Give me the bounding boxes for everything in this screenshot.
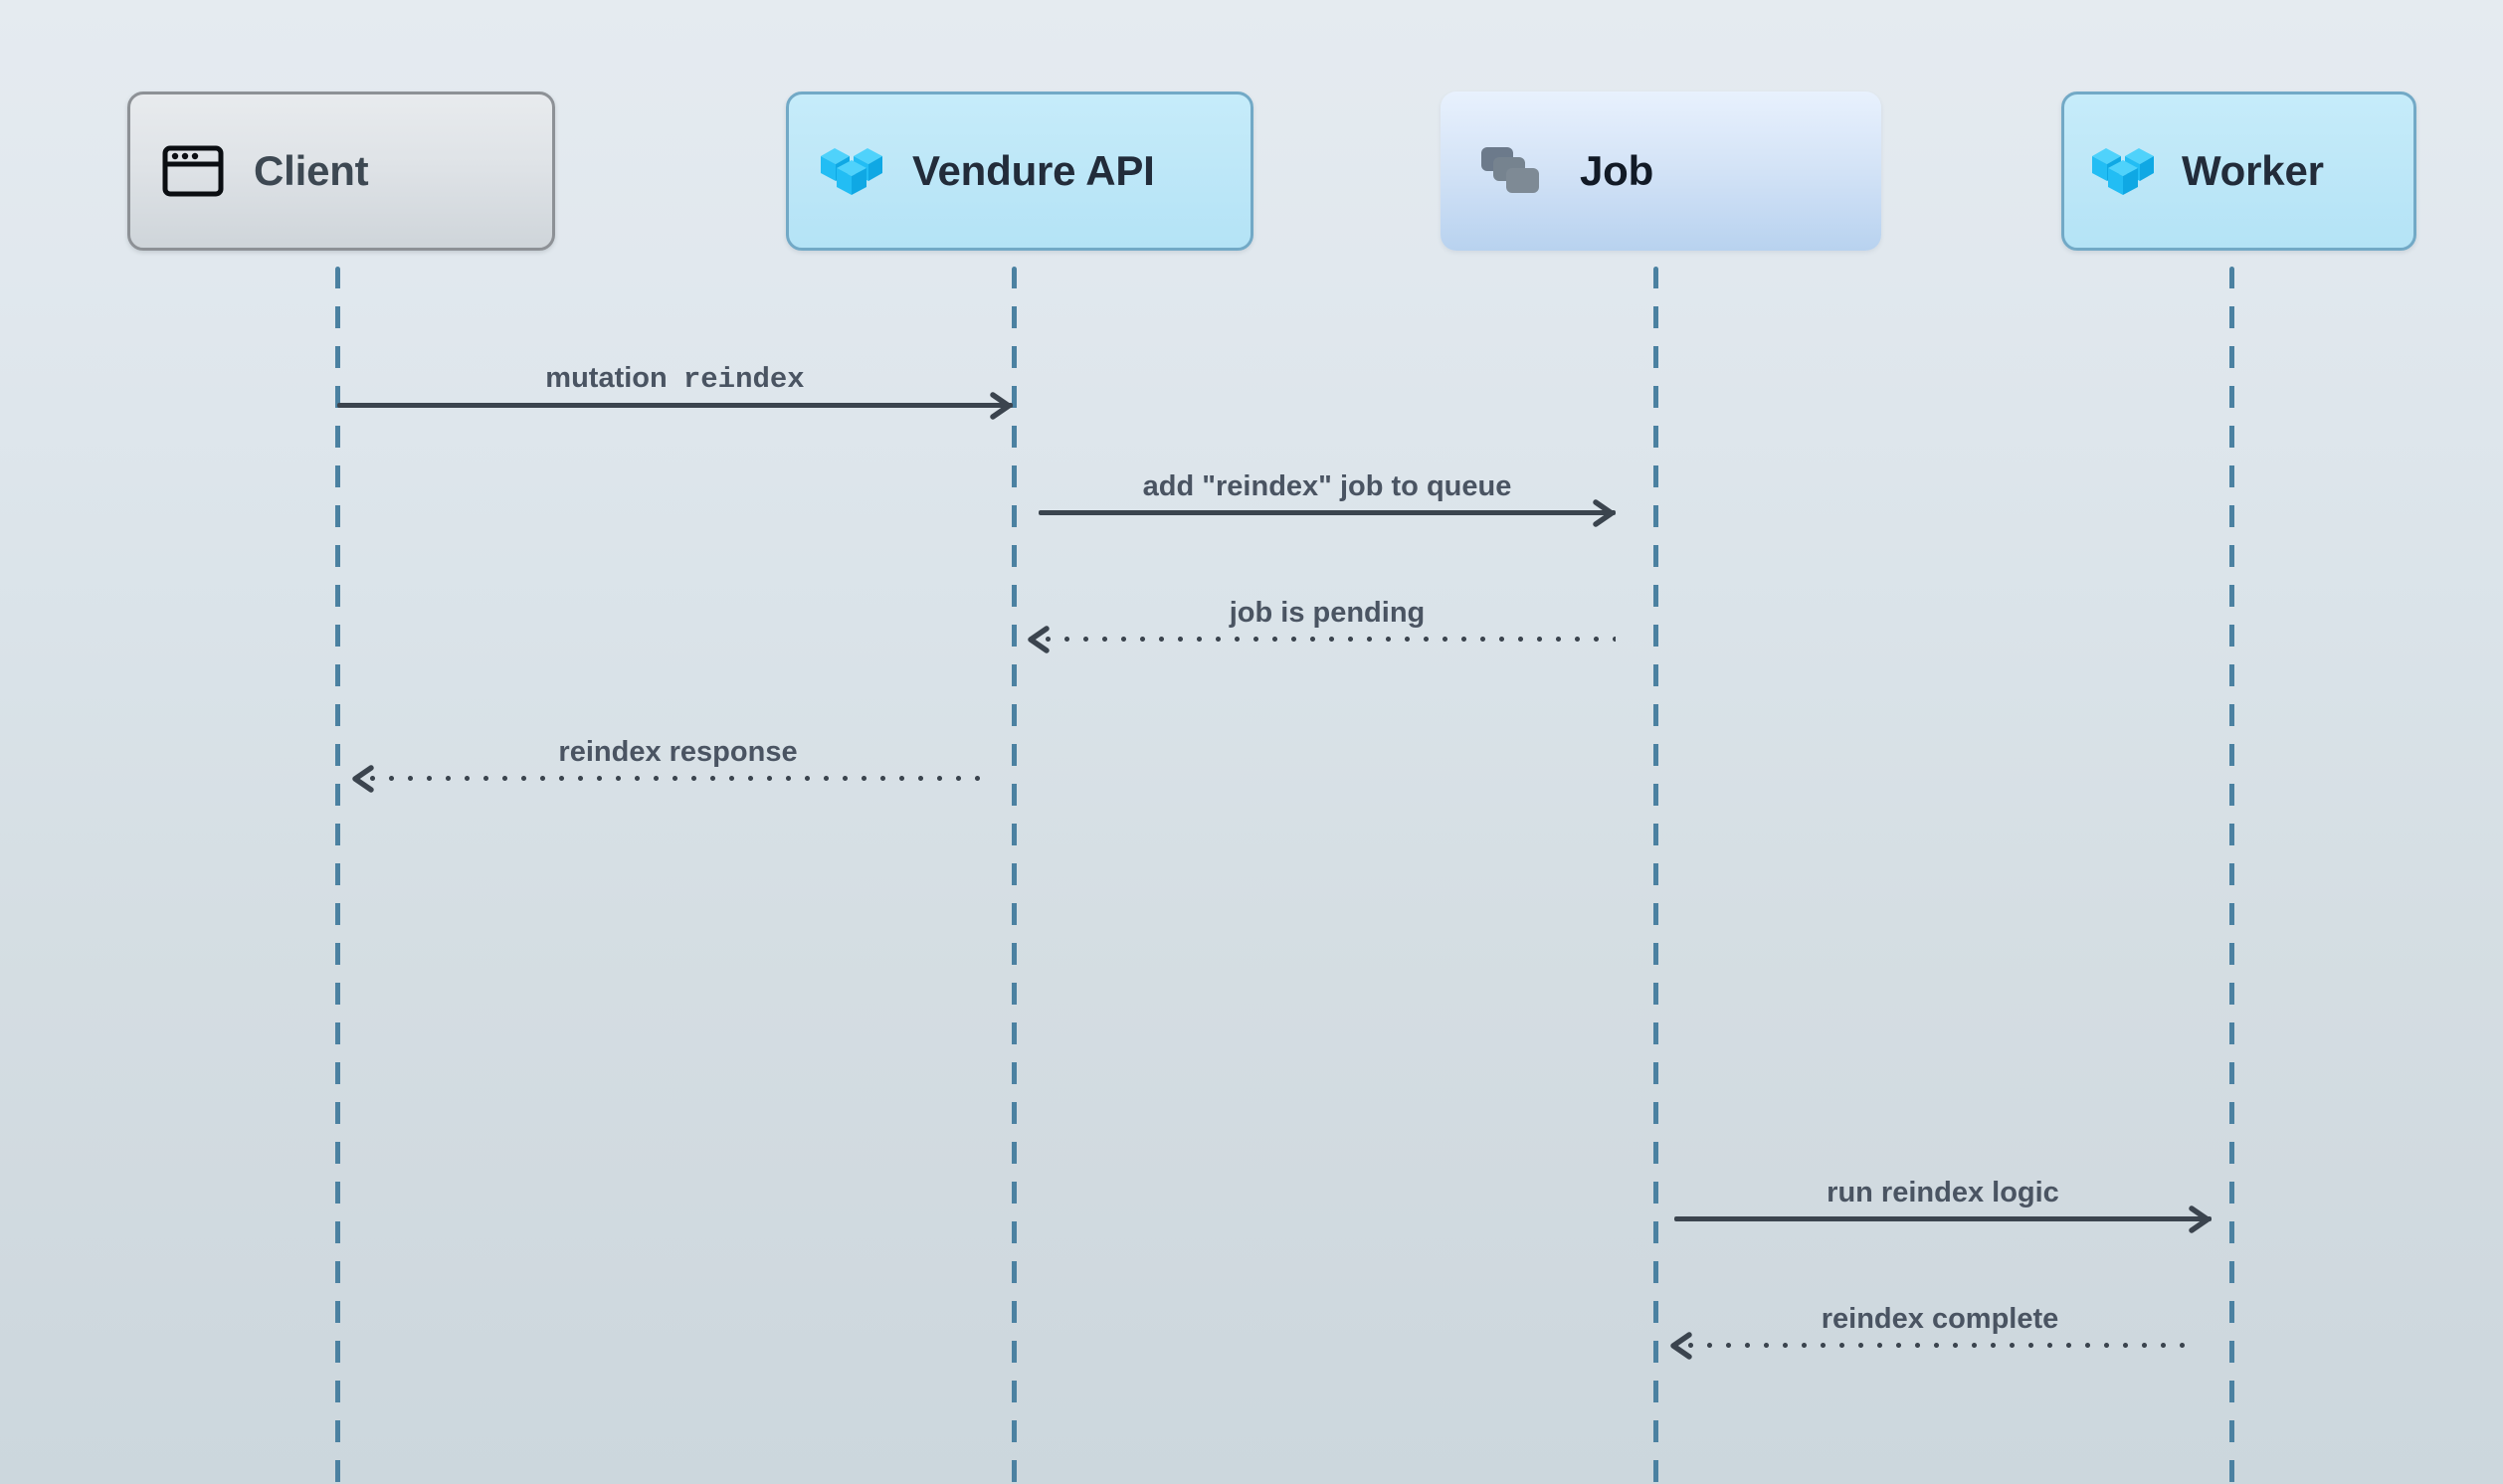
message-line-solid — [1039, 510, 1616, 515]
message-line-solid — [337, 403, 1013, 408]
participant-box-worker[interactable]: Worker — [2061, 92, 2416, 251]
message-label-run-reindex-logic: run reindex logic — [1827, 1177, 2059, 1208]
vendure-logo-icon — [819, 142, 884, 200]
message-label-job-is-pending: job is pending — [1229, 597, 1426, 629]
arrow-head-right — [2184, 1205, 2214, 1234]
participant-box-job[interactable]: Job — [1441, 92, 1881, 251]
lifeline-worker — [2229, 267, 2234, 1484]
stacked-cards-icon — [1480, 145, 1544, 197]
message-add-reindex-job-to-queue[interactable]: add "reindex" job to queue — [1039, 436, 1616, 527]
message-label-mutation-reindex: mutation reindex — [337, 362, 1013, 396]
message-line-solid — [1674, 1216, 2212, 1221]
lifeline-job — [1653, 267, 1658, 1484]
message-run-reindex-logic[interactable]: run reindex logic — [1674, 1142, 2212, 1233]
message-line-dotted — [1039, 637, 1616, 642]
participant-label-vendure-api: Vendure API — [912, 147, 1155, 194]
message-line-dotted — [1681, 1343, 2199, 1348]
participant-box-vendure-api[interactable]: Vendure API — [786, 92, 1253, 251]
message-label-add-reindex-job-to-queue: add "reindex" job to queue — [1142, 470, 1512, 502]
lifeline-vendure-api — [1012, 267, 1017, 1484]
arrow-head-left — [1025, 625, 1055, 654]
participant-label-worker: Worker — [2182, 147, 2324, 194]
arrow-head-right — [985, 391, 1015, 421]
message-mutation-reindex[interactable]: mutation reindex — [337, 328, 1013, 420]
message-line-dotted — [363, 776, 993, 781]
lifeline-client — [335, 267, 340, 1484]
vendure-logo-icon — [2090, 142, 2156, 200]
arrow-head-right — [1588, 498, 1618, 528]
message-label-plain: mutation — [545, 362, 668, 394]
participant-label-client: Client — [254, 147, 369, 194]
message-reindex-response[interactable]: reindex response — [352, 701, 993, 793]
message-label-reindex-response: reindex response — [558, 736, 798, 768]
message-job-is-pending[interactable]: job is pending — [1028, 562, 1616, 653]
arrow-head-left — [349, 764, 379, 794]
arrow-head-left — [1667, 1331, 1697, 1361]
participant-box-client[interactable]: Client — [127, 92, 555, 251]
message-reindex-complete[interactable]: reindex complete — [1670, 1268, 2199, 1360]
message-label-mono: reindex — [682, 363, 805, 396]
participant-label-job: Job — [1580, 147, 1654, 194]
browser-window-icon — [162, 145, 224, 197]
message-label-reindex-complete: reindex complete — [1821, 1303, 2059, 1335]
